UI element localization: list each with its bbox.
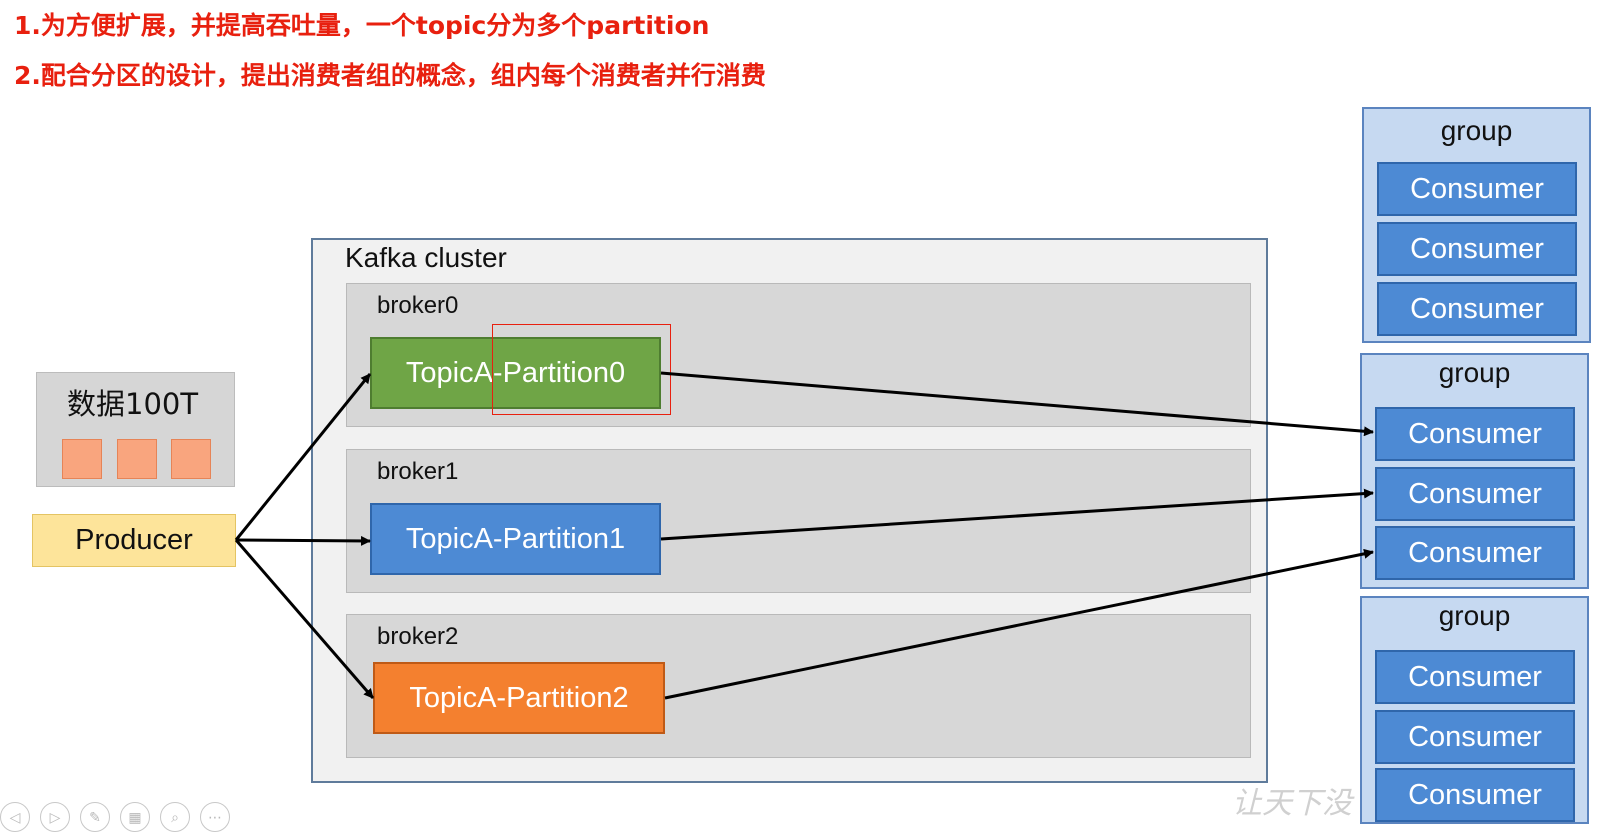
arrow-partition-0-to-consumer <box>660 371 1374 437</box>
group-title: group <box>1440 115 1513 146</box>
broker-label: broker1 <box>377 458 459 485</box>
data-chunk <box>62 439 102 479</box>
group-title: group <box>1438 357 1511 388</box>
cluster-title: Kafka cluster <box>345 242 507 273</box>
partition-2[interactable]: TopicA-Partition2 <box>373 662 665 734</box>
next-icon[interactable]: ▷ <box>40 802 70 832</box>
consumer[interactable]: Consumer <box>1377 222 1577 276</box>
arrow-partition-1-to-consumer <box>660 488 1374 541</box>
arrow-producer-to-partition-0 <box>234 373 372 541</box>
arrow-producer-to-partition-1 <box>235 535 371 546</box>
broker-label: broker0 <box>377 292 459 319</box>
consumer-group-2: group Consumer Consumer Consumer <box>1360 596 1589 824</box>
partition-1[interactable]: TopicA-Partition1 <box>370 503 661 575</box>
grid-icon[interactable]: ▦ <box>120 802 150 832</box>
consumer[interactable]: Consumer <box>1375 768 1575 822</box>
broker-label: broker2 <box>377 623 459 650</box>
note-1: 1.为方便扩展，并提高吞吐量，一个topic分为多个partition <box>14 11 710 40</box>
selection-rectangle <box>492 324 671 415</box>
watermark: 让天下没 <box>1232 786 1352 821</box>
consumer-group-1: group Consumer Consumer Consumer <box>1360 353 1589 589</box>
consumer[interactable]: Consumer <box>1375 526 1575 580</box>
consumer-group-0: group Consumer Consumer Consumer <box>1362 107 1591 343</box>
consumer[interactable]: Consumer <box>1375 650 1575 704</box>
more-icon[interactable]: ⋯ <box>200 802 230 832</box>
data-source: 数据100T <box>36 372 235 487</box>
pen-icon[interactable]: ✎ <box>80 802 110 832</box>
arrow-partition-2-to-consumer <box>664 548 1374 700</box>
partition-0[interactable]: TopicA-Partition0 <box>370 337 661 409</box>
consumer[interactable]: Consumer <box>1377 282 1577 336</box>
data-label: 数据100T <box>67 387 199 421</box>
note-2: 2.配合分区的设计，提出消费者组的概念，组内每个消费者并行消费 <box>14 61 766 90</box>
consumer[interactable]: Consumer <box>1375 710 1575 764</box>
consumer[interactable]: Consumer <box>1375 467 1575 521</box>
zoom-icon[interactable]: ⌕ <box>160 802 190 832</box>
consumer[interactable]: Consumer <box>1375 407 1575 461</box>
arrow-producer-to-partition-2 <box>234 539 375 699</box>
data-chunk <box>117 439 157 479</box>
group-title: group <box>1438 600 1511 631</box>
prev-icon[interactable]: ◁ <box>0 802 30 832</box>
data-chunk <box>171 439 211 479</box>
consumer[interactable]: Consumer <box>1377 162 1577 216</box>
producer[interactable]: Producer <box>32 514 236 567</box>
